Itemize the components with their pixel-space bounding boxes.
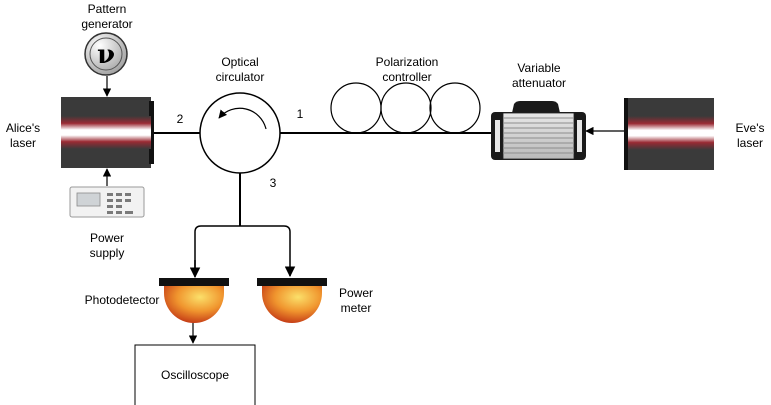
power-supply-label: Power supply (89, 231, 125, 260)
optical-circulator (199, 92, 281, 174)
port-2-label: 2 (176, 112, 184, 126)
circulator-icon (199, 92, 281, 174)
alice-laser (61, 97, 154, 168)
power-meter-icon (257, 278, 327, 323)
eve-laser-label: Eve's laser (735, 121, 765, 150)
port-3-label: 3 (269, 176, 277, 190)
power-meter-label: Power meter (338, 286, 373, 315)
alice-laser-label: Alice's laser (5, 121, 41, 150)
attenuator-icon (491, 101, 586, 160)
pattern-generator: ν (84, 32, 128, 76)
photodetector-label: Photodetector (84, 293, 160, 307)
oscilloscope-label: Oscilloscope (160, 368, 230, 382)
optical-circulator-label: Optical circulator (215, 55, 265, 84)
fiber-split (194, 225, 296, 278)
power-supply-icon (69, 186, 145, 218)
fiber-loops-icon (330, 82, 481, 134)
signal-arrows (102, 76, 624, 344)
wave-generator-icon (84, 32, 128, 76)
connections (152, 132, 492, 279)
pattern-generator-symbol: ν (97, 40, 115, 70)
polarization-controller-label: Polarization controller (375, 55, 439, 84)
pattern-generator-label: Pattern generator (81, 2, 133, 31)
photodetector-icon (159, 278, 229, 323)
port-1-label: 1 (296, 107, 304, 121)
variable-attenuator-label: Variable attenuator (511, 61, 567, 90)
oscilloscope-box (134, 344, 256, 405)
eve-laser (624, 98, 714, 170)
